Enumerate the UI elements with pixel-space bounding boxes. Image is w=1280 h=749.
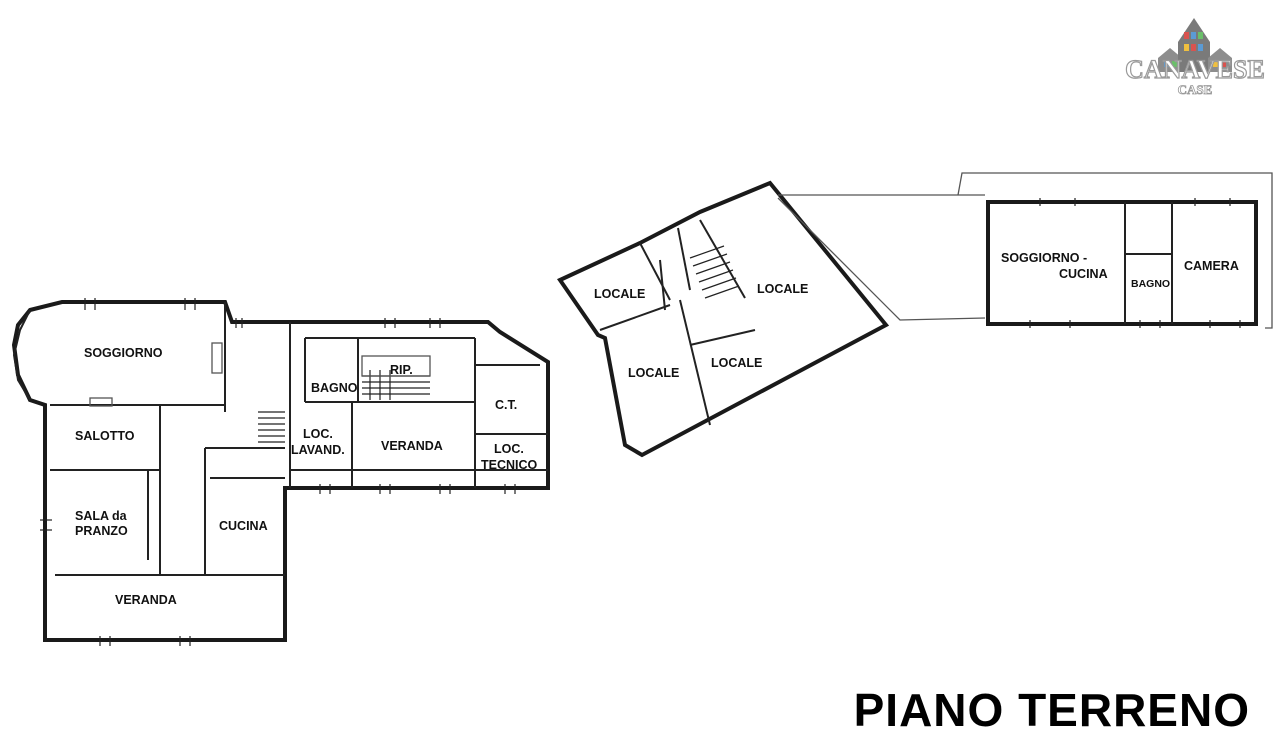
right-building-outline bbox=[986, 200, 1258, 326]
logo-houses-icon bbox=[1158, 18, 1232, 72]
left-pillar-1 bbox=[89, 397, 113, 407]
middle-building: LOCALE LOCALE LOCALE LOCALE bbox=[557, 180, 986, 458]
left-stairs bbox=[258, 370, 430, 443]
middle-building-outline bbox=[557, 180, 890, 458]
room-soggiorno-cucina-label-1: SOGGIORNO - bbox=[1001, 251, 1087, 265]
right-interior-walls bbox=[1124, 202, 1173, 324]
right-site-outline bbox=[957, 172, 1273, 329]
left-windows bbox=[40, 298, 516, 646]
page-title: PIANO TERRENO bbox=[853, 684, 1250, 736]
room-soggiorno-label: SOGGIORNO bbox=[84, 346, 163, 360]
room-cucina-label: CUCINA bbox=[219, 519, 268, 533]
room-locale-c-label: LOCALE bbox=[628, 366, 679, 380]
room-locale-d-label: LOCALE bbox=[711, 356, 762, 370]
room-veranda-mid-label: VERANDA bbox=[381, 439, 443, 453]
room-loc-lavand-label-2: LAVAND. bbox=[291, 443, 345, 457]
logo-text-sub: CASE bbox=[1178, 82, 1213, 97]
middle-extension bbox=[777, 194, 986, 321]
room-loc-tecnico-label-1: LOC. bbox=[494, 442, 524, 456]
left-pillar-2 bbox=[211, 342, 223, 374]
middle-interior-walls bbox=[599, 219, 756, 426]
room-locale-b-label: LOCALE bbox=[757, 282, 808, 296]
room-sala-label-2: PRANZO bbox=[75, 524, 128, 538]
middle-stairs bbox=[689, 245, 740, 299]
room-bagno-right-label: BAGNO bbox=[1131, 278, 1170, 290]
logo-text-main: CANAVESE bbox=[1125, 55, 1265, 84]
room-loc-tecnico-label-2: TECNICO bbox=[481, 458, 538, 472]
room-camera-label: CAMERA bbox=[1184, 259, 1239, 273]
left-building: SOGGIORNO SALOTTO SALA da PRANZO VERANDA… bbox=[11, 298, 550, 646]
right-windows bbox=[1029, 198, 1241, 328]
bay-window bbox=[12, 309, 31, 401]
room-sala-label-1: SALA da bbox=[75, 509, 128, 523]
room-soggiorno-cucina-label-2: CUCINA bbox=[1059, 267, 1108, 281]
left-building-outline bbox=[11, 300, 550, 642]
room-locale-a-label: LOCALE bbox=[594, 287, 645, 301]
right-building: SOGGIORNO - CUCINA BAGNO CAMERA bbox=[957, 172, 1273, 329]
room-bagno-label: BAGNO bbox=[311, 381, 358, 395]
room-salotto-label: SALOTTO bbox=[75, 429, 135, 443]
left-interior-walls bbox=[50, 302, 548, 576]
canavese-case-logo: CANAVESE CASE bbox=[1125, 18, 1265, 97]
room-rip-label: RIP. bbox=[390, 363, 413, 377]
room-ct-label: C.T. bbox=[495, 398, 517, 412]
rip-niche bbox=[361, 355, 431, 377]
room-loc-lavand-label-1: LOC. bbox=[303, 427, 333, 441]
room-veranda-bottom-label: VERANDA bbox=[115, 593, 177, 607]
